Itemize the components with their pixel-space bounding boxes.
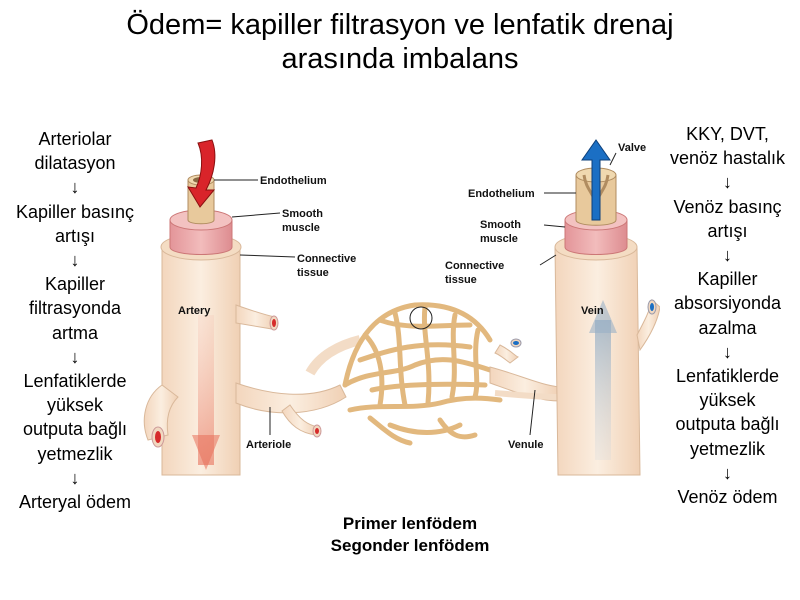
left-line: artışı	[54, 225, 95, 246]
left-line: Kapiller basınç	[15, 201, 135, 222]
label-valve: Valve	[618, 142, 646, 154]
left-arrow: ↓	[70, 250, 80, 271]
label-vein-muscle: muscle	[480, 233, 518, 245]
left-line: yüksek	[46, 395, 104, 416]
left-arrow: ↓	[70, 467, 80, 488]
right-line: Venöz ödem	[677, 487, 778, 508]
label-vein-tissue: tissue	[445, 274, 477, 286]
right-line: KKY, DVT,	[686, 124, 769, 144]
right-arrow: ↓	[723, 172, 732, 193]
label-vein-connective: Connective	[445, 260, 504, 272]
label-vein-smooth: Smooth	[480, 219, 521, 231]
lymphedema-caption: Primer lenfödem Segonder lenfödem	[280, 513, 540, 557]
arteriole-vessel	[235, 335, 362, 438]
arterial-edema-column: Arteriolar dilatasyon ↓ Kapiller basınç …	[0, 127, 150, 514]
right-line: Lenfatiklerde	[675, 366, 780, 387]
left-arrow: ↓	[70, 177, 80, 198]
capillary-bed	[342, 302, 503, 446]
right-line: outputa bağlı	[675, 414, 780, 435]
label-arteriole: Arteriole	[246, 439, 291, 451]
title-line-1: Ödem= kapiller filtrasyon ve lenfatik dr…	[126, 9, 674, 41]
right-line: yüksek	[699, 390, 756, 411]
right-line: azalma	[698, 317, 757, 338]
label-artery: Artery	[178, 305, 211, 317]
right-line: venöz hastalık	[669, 148, 786, 169]
venous-edema-column: KKY, DVT, venöz hastalık ↓ Venöz basınç …	[655, 122, 800, 509]
right-arrow: ↓	[723, 462, 732, 483]
right-line: artışı	[707, 220, 748, 241]
label-artery-muscle: muscle	[282, 222, 320, 234]
left-line: Kapiller	[44, 274, 106, 295]
right-arrow: ↓	[723, 245, 732, 266]
right-line: absorsiyonda	[673, 293, 782, 314]
left-line: filtrasyonda	[28, 298, 122, 319]
label-vein-endothelium: Endothelium	[468, 188, 535, 200]
venule-vessel	[489, 338, 561, 402]
left-line: artma	[51, 322, 98, 343]
secondary-lymphedema: Segonder lenfödem	[330, 536, 490, 555]
right-line: Venöz basınç	[673, 196, 782, 217]
label-artery-smooth: Smooth	[282, 208, 323, 220]
label-vein: Vein	[581, 305, 604, 317]
right-line: yetmezlik	[689, 438, 765, 459]
title-line-2: arasında imbalans	[281, 43, 519, 75]
left-line: Lenfatiklerde	[23, 371, 127, 392]
primary-lymphedema: Primer lenfödem	[342, 514, 478, 533]
left-line: Arteryal ödem	[18, 492, 132, 513]
vessel-diagram: Endothelium Smooth muscle Connective tis…	[143, 139, 660, 476]
left-arrow: ↓	[70, 346, 80, 367]
page-title: Ödem= kapiller filtrasyon ve lenfatik dr…	[0, 8, 800, 76]
left-line: yetmezlik	[37, 443, 113, 464]
artery-vessel	[143, 139, 279, 476]
vein-vessel	[554, 139, 660, 476]
label-artery-connective: Connective	[297, 253, 356, 265]
label-venule: Venule	[508, 439, 543, 451]
right-line: Kapiller	[697, 269, 758, 290]
right-arrow: ↓	[723, 341, 732, 362]
label-artery-tissue: tissue	[297, 267, 329, 279]
label-artery-endothelium: Endothelium	[260, 175, 327, 187]
left-line: dilatasyon	[34, 153, 116, 174]
left-line: Arteriolar	[38, 129, 112, 149]
left-line: outputa bağlı	[22, 419, 128, 440]
